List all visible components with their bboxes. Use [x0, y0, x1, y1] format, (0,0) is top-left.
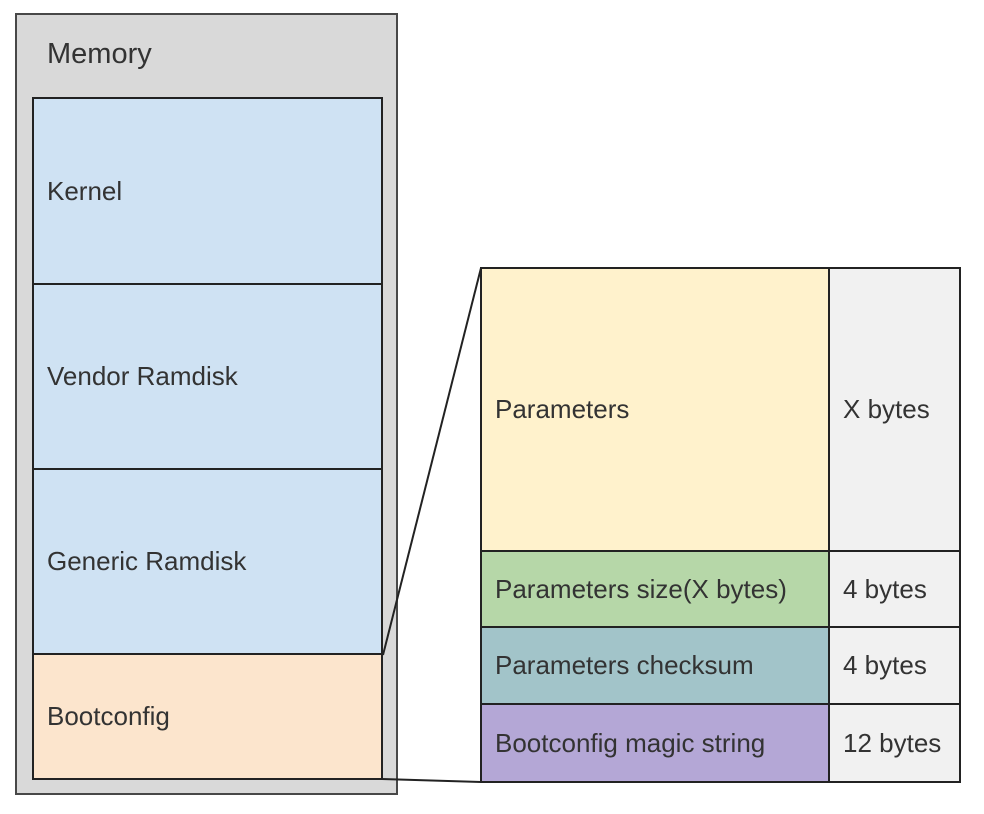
- memory-block-kernel: Kernel: [32, 97, 383, 285]
- detail-row-bootconfig-magic-string-bytes: 12 bytes: [828, 703, 961, 783]
- detail-row-parameters-checksum-bytes: 4 bytes: [828, 626, 961, 705]
- memory-title: Memory: [47, 38, 152, 70]
- detail-row-parameters-size-text: X bytes: [843, 394, 930, 424]
- memory-block-bootconfig-label: Bootconfig: [47, 701, 170, 731]
- detail-row-bootconfig-magic-string-label: Bootconfig magic string: [495, 727, 766, 758]
- memory-block-kernel-label: Kernel: [47, 175, 123, 206]
- detail-row-parameters-size-label: Parameters size(X bytes): [495, 573, 787, 604]
- memory-block-vendor-ramdisk-label: Vendor Ramdisk: [47, 361, 238, 391]
- detail-row-parameters-checksum-label: Parameters checksum: [495, 650, 754, 680]
- detail-row-parameters-size-bytes: 4 bytes: [828, 550, 961, 628]
- detail-row-bootconfig-magic-string-bytes-text: 12 bytes: [843, 727, 942, 758]
- detail-row-parameters-size-bytes-text: 4 bytes: [843, 573, 927, 604]
- detail-row-parameters-size: Parameters size(X bytes): [480, 550, 830, 628]
- memory-block-vendor-ramdisk: Vendor Ramdisk: [32, 283, 383, 470]
- detail-row-parameters-size-value: X bytes: [828, 267, 961, 552]
- memory-block-bootconfig: Bootconfig: [32, 653, 383, 780]
- memory-block-generic-ramdisk: Generic Ramdisk: [32, 468, 383, 655]
- detail-row-parameters: Parameters: [480, 267, 830, 552]
- detail-row-bootconfig-magic-string: Bootconfig magic string: [480, 703, 830, 783]
- detail-row-parameters-checksum: Parameters checksum: [480, 626, 830, 705]
- detail-row-parameters-checksum-bytes-text: 4 bytes: [843, 650, 927, 680]
- detail-row-parameters-label: Parameters: [495, 394, 630, 424]
- memory-block-generic-ramdisk-label: Generic Ramdisk: [47, 546, 247, 576]
